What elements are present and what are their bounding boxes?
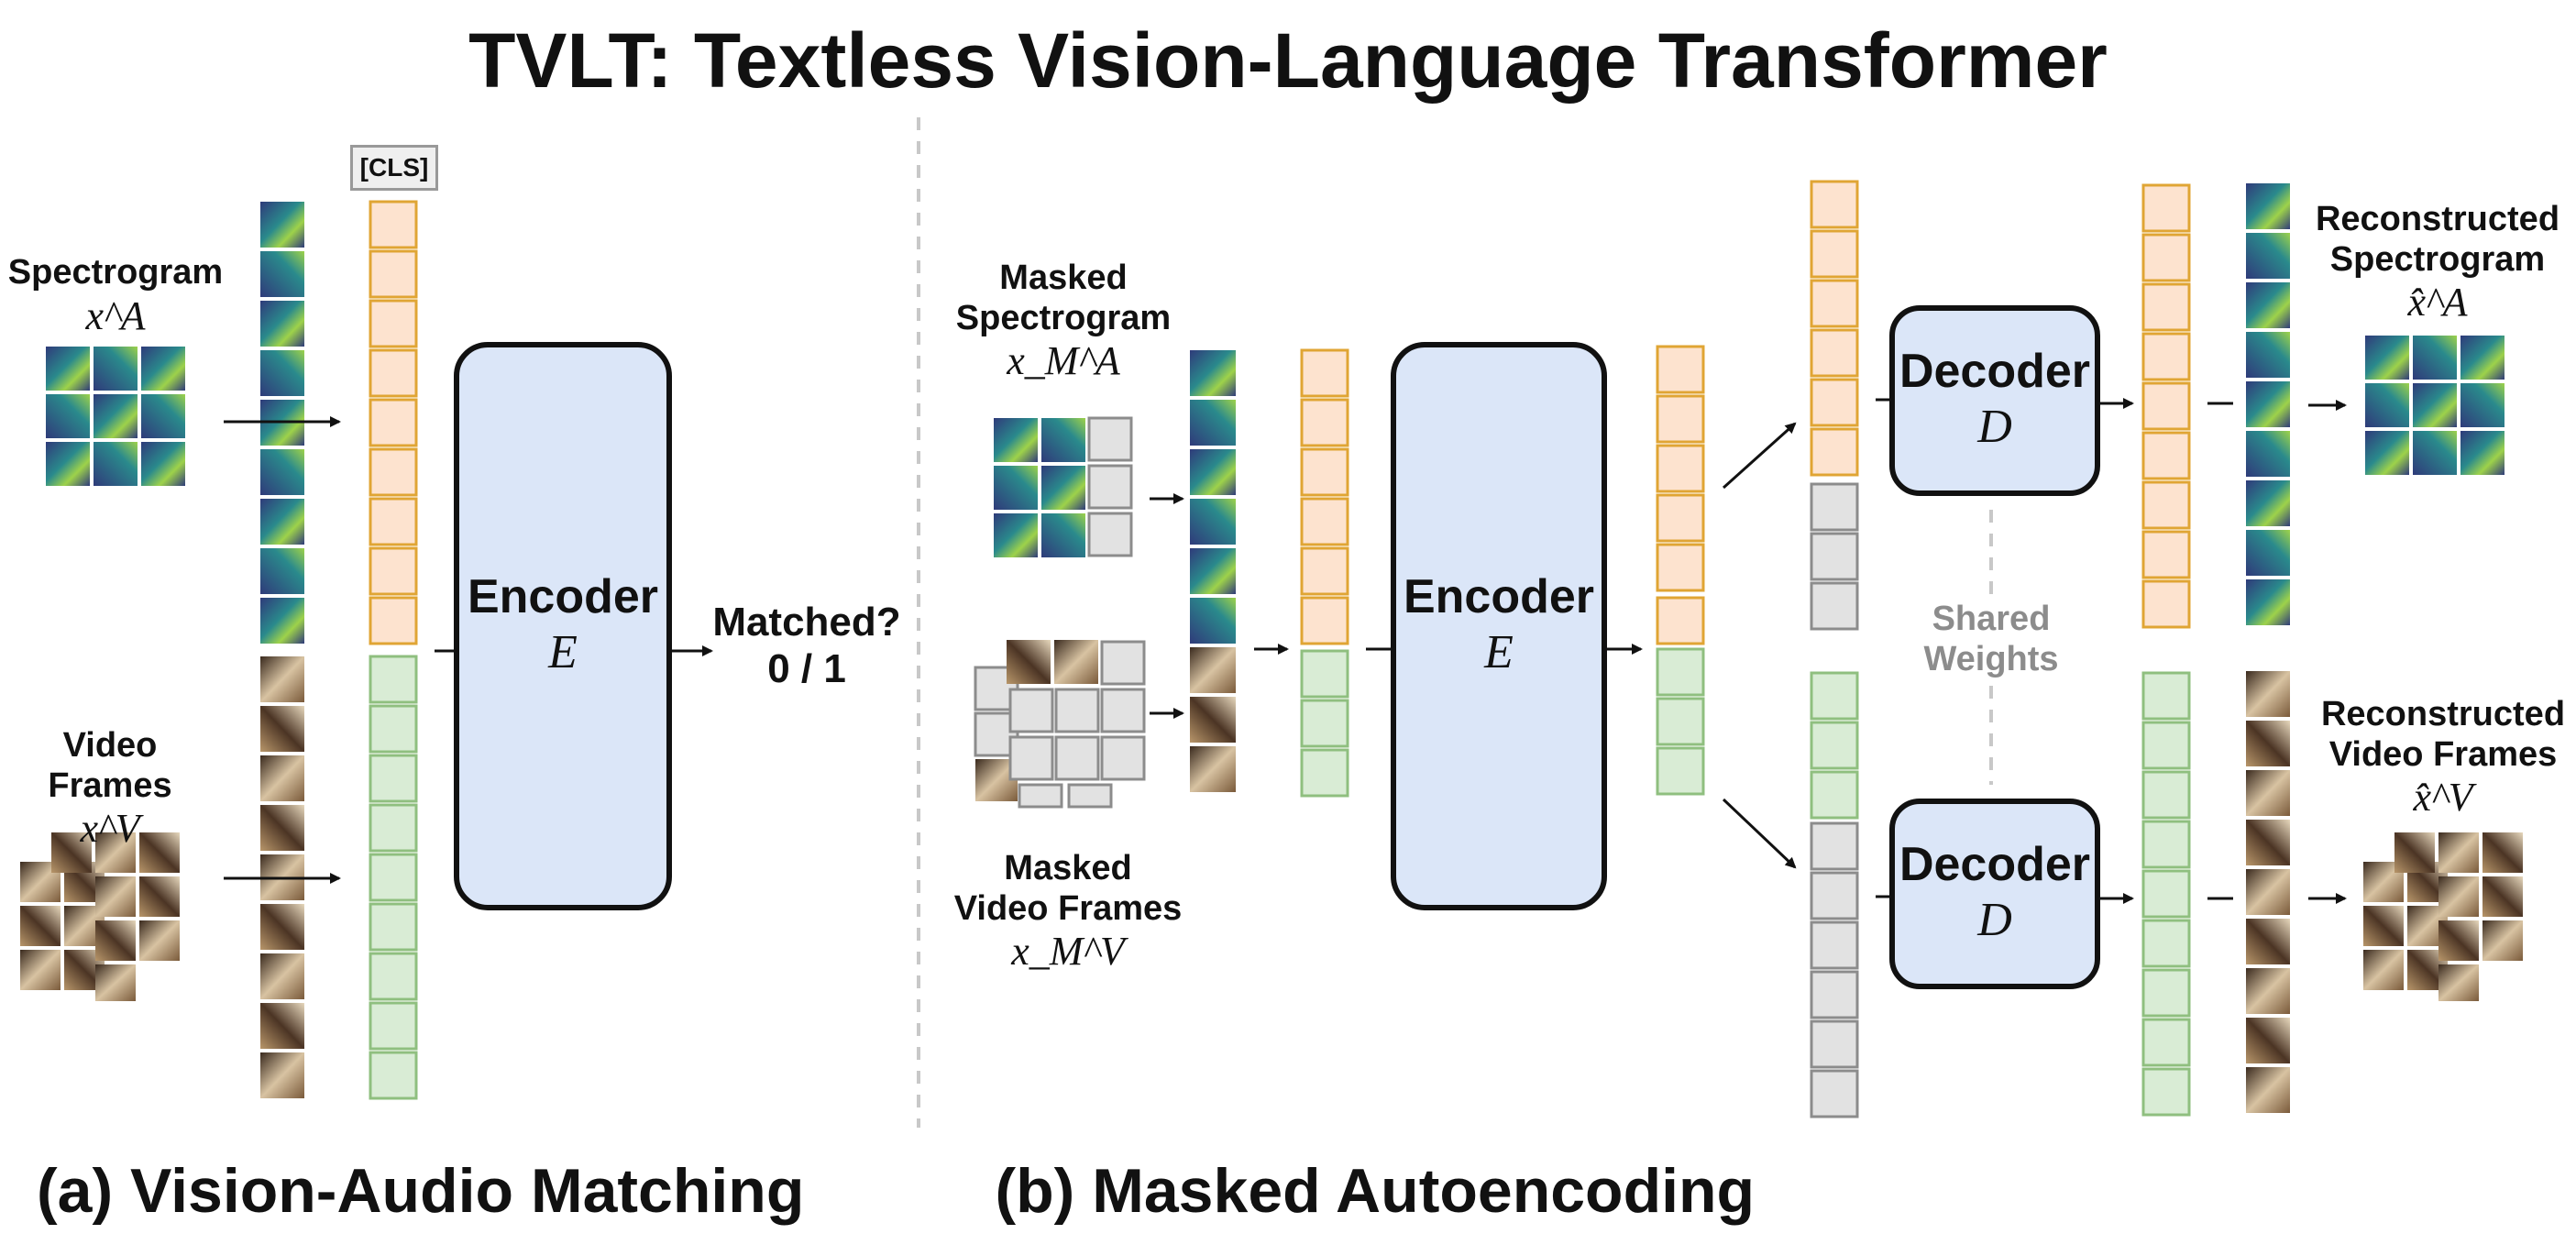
masked-spectrogram-line1: Masked bbox=[999, 259, 1128, 297]
spectrogram-label-text: Spectrogram bbox=[7, 253, 224, 292]
audio-decoder-box bbox=[1889, 305, 2100, 496]
masked-spectrogram-label: Masked Spectrogram x_M^A bbox=[935, 259, 1192, 385]
encoder-b-text: Encoder bbox=[1403, 570, 1595, 623]
token-column-a bbox=[369, 200, 418, 1100]
spectrogram-input-image bbox=[46, 347, 185, 486]
page-title: TVLT: Textless Vision-Language Transform… bbox=[468, 17, 2108, 104]
reconstructed-spectrogram-label: Reconstructed Spectrogram x̂^A bbox=[2305, 200, 2570, 326]
masked-video-line2: Video Frames bbox=[953, 888, 1183, 928]
encoder-b-label: Encoder E bbox=[1393, 570, 1604, 680]
reconstructed-spectrogram-image bbox=[2365, 336, 2504, 475]
reconstructed-video-var: x̂^V bbox=[2413, 775, 2473, 821]
masked-spectrogram-image bbox=[994, 416, 1133, 557]
audio-decoder-label: Decoder D bbox=[1892, 345, 2097, 455]
matched-output: Matched? 0 / 1 bbox=[706, 600, 908, 692]
encoder-a-text: Encoder bbox=[467, 570, 659, 623]
matched-label: Matched? bbox=[712, 600, 901, 645]
token-column-video-decoder-input bbox=[1810, 671, 1859, 1118]
masked-video-line1: Masked bbox=[1004, 849, 1132, 887]
encoder-a-label: Encoder E bbox=[457, 570, 669, 680]
video-frames-label-text: Video Frames bbox=[48, 726, 172, 805]
token-column-b-encoded bbox=[1656, 345, 1705, 796]
reconstructed-spectrogram-var: x̂^A bbox=[2407, 280, 2468, 325]
video-decoder-box bbox=[1889, 799, 2100, 989]
shared-weights-label: Shared Weights bbox=[1899, 600, 2083, 679]
encoder-box-b bbox=[1391, 342, 1607, 910]
reconstructed-spectrogram-patches bbox=[2246, 183, 2290, 625]
cls-token-label: [CLS] bbox=[350, 145, 438, 191]
arrow-to-video-decoder bbox=[1722, 798, 1797, 869]
encoder-b-var: E bbox=[1484, 625, 1514, 678]
encoder-box-a bbox=[454, 342, 672, 910]
video-decoder-text: Decoder bbox=[1899, 838, 2091, 891]
reconstructed-video-image bbox=[2363, 832, 2523, 1001]
reconstructed-video-label: Reconstructed Video Frames x̂^V bbox=[2310, 695, 2576, 821]
matched-value: 0 / 1 bbox=[767, 645, 846, 691]
reconstructed-spectrogram-line2: Spectrogram bbox=[2329, 239, 2546, 279]
token-column-b-input bbox=[1300, 348, 1349, 798]
masked-spectrogram-var: x_M^A bbox=[1007, 338, 1120, 384]
token-column-video-decoder-output bbox=[2141, 671, 2191, 1117]
video-frames-var: x^V bbox=[80, 806, 140, 852]
masked-video-image bbox=[974, 640, 1146, 809]
masked-video-label: Masked Video Frames x_M^V bbox=[935, 849, 1201, 975]
video-frames-label: Video Frames x^V bbox=[0, 726, 220, 853]
token-column-audio-decoder-output bbox=[2141, 183, 2191, 629]
masked-spectrogram-line2: Spectrogram bbox=[955, 298, 1172, 337]
audio-decoder-text: Decoder bbox=[1899, 345, 2091, 398]
arrow-to-audio-decoder bbox=[1722, 422, 1797, 490]
reconstructed-spectrogram-line1: Reconstructed bbox=[2315, 200, 2560, 238]
shared-weights-line2: Weights bbox=[1923, 639, 2059, 678]
encoder-a-var: E bbox=[548, 625, 578, 678]
reconstructed-video-line2: Video Frames bbox=[2328, 734, 2558, 774]
masked-video-var: x_M^V bbox=[1011, 929, 1125, 975]
audio-decoder-var: D bbox=[1977, 400, 2012, 453]
video-decoder-var: D bbox=[1977, 893, 2012, 946]
reconstructed-video-line1: Reconstructed bbox=[2320, 695, 2566, 733]
patch-column-a bbox=[260, 202, 304, 1098]
spectrogram-label: Spectrogram x^A bbox=[0, 253, 231, 339]
spectrogram-var: x^A bbox=[85, 292, 146, 338]
section-a-caption: (a) Vision-Audio Matching bbox=[37, 1156, 805, 1226]
section-b-caption: (b) Masked Autoencoding bbox=[995, 1156, 1756, 1226]
video-decoder-label: Decoder D bbox=[1892, 838, 2097, 948]
reconstructed-video-patches bbox=[2246, 671, 2290, 1113]
patch-column-b bbox=[1190, 350, 1236, 792]
shared-weights-line1: Shared bbox=[1932, 600, 2051, 638]
token-column-audio-decoder-input bbox=[1810, 180, 1859, 631]
video-input-image bbox=[20, 832, 180, 1001]
